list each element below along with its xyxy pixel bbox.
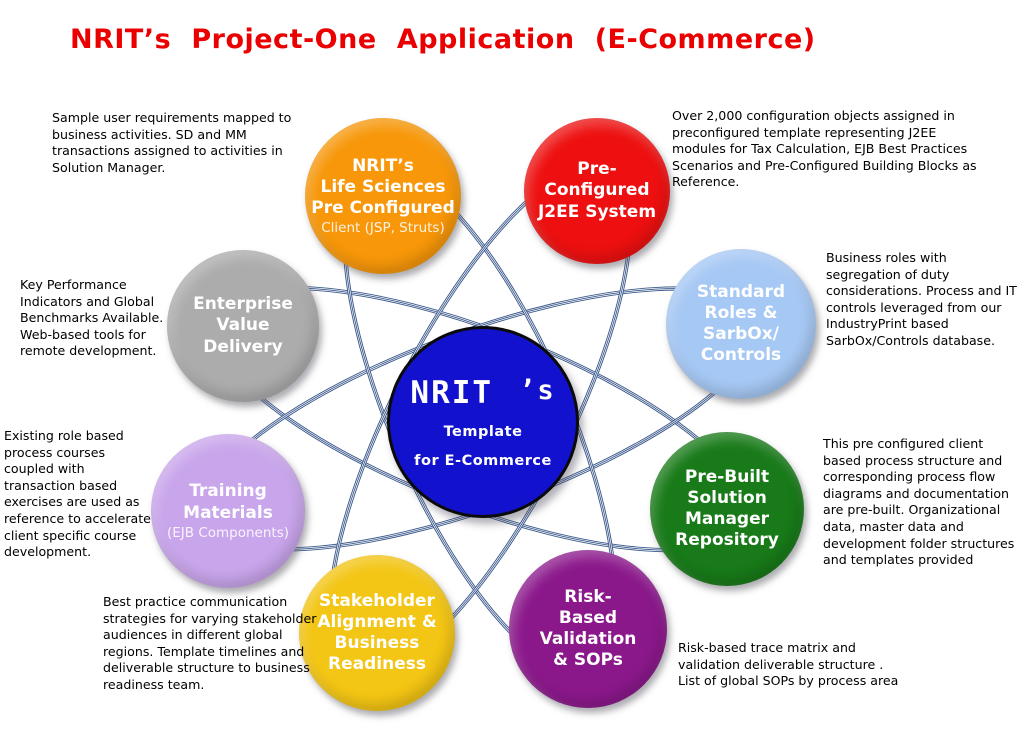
annotation-existing-role-based-courses: Existing role based process courses coup… bbox=[4, 428, 151, 560]
node-label: NRIT’s Life Sciences Pre Configured bbox=[311, 155, 455, 219]
annotation-best-practice-communication: Best practice communication strategies f… bbox=[103, 594, 317, 693]
node-sublabel: Client (JSP, Struts) bbox=[321, 220, 445, 237]
diagram-title: NRIT’s Project-One Application (E-Commer… bbox=[70, 24, 816, 55]
node-sublabel: (EJB Components) bbox=[166, 524, 289, 541]
node-life-sciences-client: NRIT’s Life Sciences Pre Configured Clie… bbox=[305, 118, 461, 274]
center-node-line3: for E-Commerce bbox=[414, 453, 552, 469]
node-training-materials: Training Materials (EJB Components) bbox=[151, 434, 305, 588]
center-node-name: NRIT bbox=[410, 375, 494, 411]
annotation-sample-user-requirements: Sample user requirements mapped to busin… bbox=[52, 110, 292, 175]
node-prebuilt-solution-manager-repository: Pre-Built Solution Manager Repository bbox=[650, 432, 804, 586]
node-label: Pre- Configured J2EE System bbox=[537, 159, 657, 222]
node-label: Pre-Built Solution Manager Repository bbox=[675, 466, 779, 551]
node-enterprise-value-delivery: Enterprise Value Delivery bbox=[167, 250, 319, 402]
node-standard-roles-sarbox-controls: Standard Roles & SarbOx/ Controls bbox=[666, 249, 816, 399]
node-preconfigured-j2ee-system: Pre- Configured J2EE System bbox=[524, 118, 670, 264]
center-node-suffix: ’s bbox=[519, 375, 556, 406]
annotation-key-performance-indicators: Key Performance Indicators and Global Be… bbox=[20, 277, 164, 359]
annotation-preconfigured-client-process: This pre configured client based process… bbox=[823, 436, 1015, 568]
node-label: Standard Roles & SarbOx/ Controls bbox=[696, 281, 786, 366]
node-risk-based-validation-sops: Risk- Based Validation & SOPs bbox=[509, 550, 667, 708]
node-label: Enterprise Value Delivery bbox=[193, 294, 293, 357]
center-node-nrit-template: NRIT ’s Template for E-Commerce bbox=[387, 326, 579, 518]
annotation-risk-based-trace-matrix: Risk-based trace matrix and validation d… bbox=[678, 640, 899, 689]
annotation-business-roles: Business roles with segregation of duty … bbox=[826, 250, 1017, 349]
node-label: Risk- Based Validation & SOPs bbox=[539, 586, 637, 671]
center-node-title: NRIT ’s bbox=[410, 375, 555, 411]
node-stakeholder-alignment-business-readiness: Stakeholder Alignment & Business Readine… bbox=[299, 555, 455, 711]
node-label: Stakeholder Alignment & Business Readine… bbox=[317, 590, 437, 675]
center-node-line2: Template bbox=[443, 424, 523, 440]
node-label: Training Materials bbox=[183, 481, 273, 523]
annotation-configuration-objects: Over 2,000 configuration objects assigne… bbox=[672, 108, 977, 190]
